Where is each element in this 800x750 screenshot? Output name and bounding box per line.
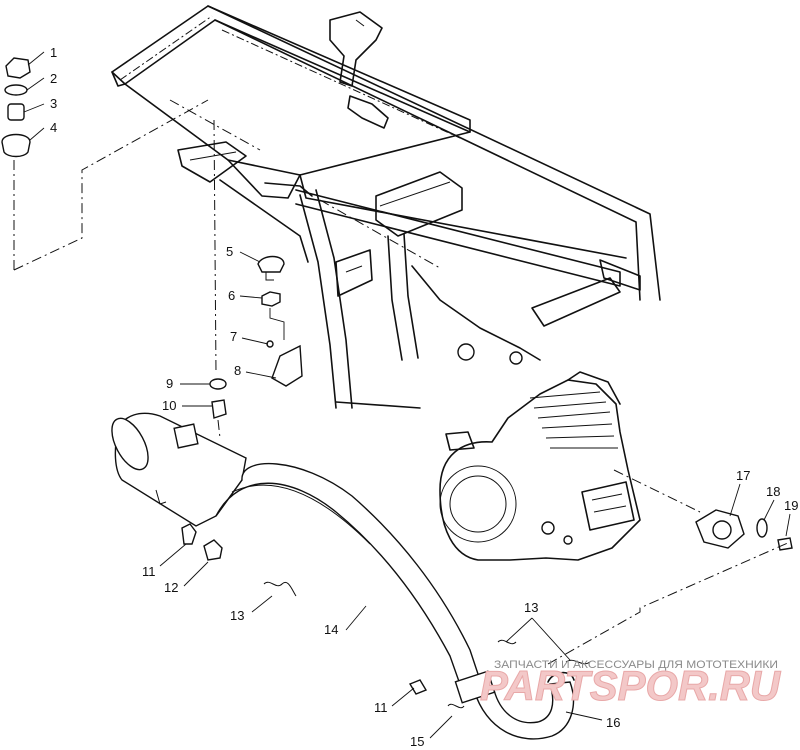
watermark-caption: ЗАПЧАСТИ И АКСЕССУАРЫ ДЛЯ МОТОТЕХНИКИ	[494, 659, 778, 671]
callout-3: 3	[50, 96, 57, 111]
callout-leaders	[23, 51, 791, 739]
mount-hardware-stack	[1, 57, 209, 271]
watermark: PARTSPOR.RU ЗАПЧАСТИ И АКСЕССУАРЫ ДЛЯ МО…	[480, 659, 783, 710]
callout-12: 12	[164, 580, 178, 595]
callout-13a: 13	[230, 608, 244, 623]
bracket-hardware	[209, 119, 303, 439]
callout-10: 10	[162, 398, 176, 413]
pipe-elbow	[454, 670, 575, 740]
callout-1: 1	[50, 45, 57, 60]
callout-19: 19	[784, 498, 798, 513]
callout-18: 18	[766, 484, 780, 499]
watermark-logo: PARTSPOR.RU	[480, 662, 782, 709]
callout-13b: 13	[524, 600, 538, 615]
callout-11b: 11	[374, 700, 388, 715]
callout-9: 9	[166, 376, 173, 391]
callout-5: 5	[226, 244, 233, 259]
callout-7: 7	[230, 329, 237, 344]
callout-labels: 1 2 3 4 5 6 7 8 9 10 11 12 13 14 13 11 1…	[50, 45, 798, 749]
engine-assembly	[439, 371, 701, 561]
callout-4: 4	[50, 120, 57, 135]
pipe-hardware	[181, 523, 791, 709]
callout-11a: 11	[142, 564, 156, 579]
callout-16: 16	[606, 715, 620, 730]
exhaust-pipe	[215, 462, 481, 692]
vehicle-frame	[111, 5, 661, 409]
callout-8: 8	[234, 363, 241, 378]
callout-2: 2	[50, 71, 57, 86]
callout-14: 14	[324, 622, 338, 637]
exhaust-flange	[695, 509, 793, 551]
muffler	[111, 412, 247, 527]
callout-17: 17	[736, 468, 750, 483]
callout-15: 15	[410, 734, 424, 749]
callout-6: 6	[228, 288, 235, 303]
